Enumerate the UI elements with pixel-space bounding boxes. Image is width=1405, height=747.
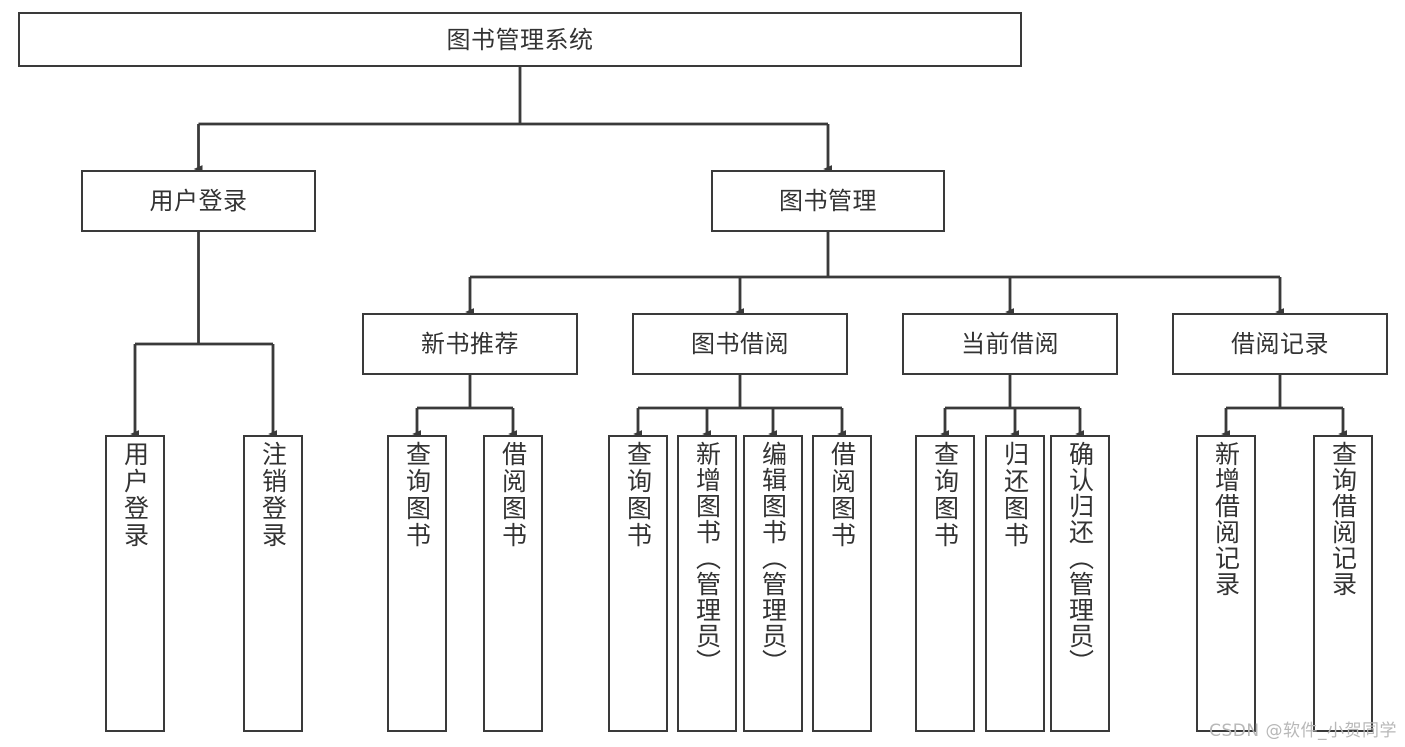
- node-label: 查询图书: [402, 441, 432, 549]
- node-label: 新增借阅记录: [1211, 441, 1241, 597]
- node-label: 图书借阅: [691, 330, 789, 358]
- node-leaf-cb-query[interactable]: 查询图书: [915, 435, 975, 732]
- node-label: 编辑图书（管理员）: [758, 441, 788, 675]
- node-leaf-cb-confirm[interactable]: 确认归还（管理员）: [1050, 435, 1110, 732]
- node-label: 当前借阅: [961, 330, 1059, 358]
- node-leaf-bb-add[interactable]: 新增图书（管理员）: [677, 435, 737, 732]
- node-label: 查询图书: [930, 441, 960, 549]
- node-leaf-br-query[interactable]: 查询借阅记录: [1313, 435, 1373, 732]
- node-book-manage[interactable]: 图书管理: [711, 170, 945, 232]
- node-leaf-cb-return[interactable]: 归还图书: [985, 435, 1045, 732]
- node-label: 借阅图书: [498, 441, 528, 549]
- node-leaf-bb-edit[interactable]: 编辑图书（管理员）: [743, 435, 803, 732]
- node-leaf-rec-borrow[interactable]: 借阅图书: [483, 435, 543, 732]
- node-root[interactable]: 图书管理系统: [18, 12, 1022, 67]
- node-leaf-bb-borrow[interactable]: 借阅图书: [812, 435, 872, 732]
- node-label: 归还图书: [1000, 441, 1030, 549]
- node-label: 新书推荐: [421, 330, 519, 358]
- node-label: 图书管理: [779, 187, 877, 215]
- node-leaf-user-logout[interactable]: 注销登录: [243, 435, 303, 732]
- node-label: 新增图书（管理员）: [692, 441, 722, 675]
- csdn-watermark: CSDN @软件_小贺同学: [1209, 721, 1397, 741]
- node-leaf-user-login[interactable]: 用户登录: [105, 435, 165, 732]
- node-label: 注销登录: [258, 441, 288, 549]
- node-new-book-rec[interactable]: 新书推荐: [362, 313, 578, 375]
- node-label: 用户登录: [149, 187, 248, 215]
- node-leaf-bb-query[interactable]: 查询图书: [608, 435, 668, 732]
- node-current-borrow[interactable]: 当前借阅: [902, 313, 1118, 375]
- node-borrow-record[interactable]: 借阅记录: [1172, 313, 1388, 375]
- node-label: 查询借阅记录: [1328, 441, 1358, 597]
- node-label: 借阅记录: [1231, 330, 1329, 358]
- node-leaf-rec-query[interactable]: 查询图书: [387, 435, 447, 732]
- node-label: 确认归还（管理员）: [1065, 441, 1095, 675]
- node-label: 图书管理系统: [446, 25, 594, 54]
- node-label: 借阅图书: [827, 441, 857, 549]
- node-user-login[interactable]: 用户登录: [81, 170, 316, 232]
- node-label: 用户登录: [120, 441, 150, 549]
- node-leaf-br-add[interactable]: 新增借阅记录: [1196, 435, 1256, 732]
- node-label: 查询图书: [623, 441, 653, 549]
- node-book-borrow[interactable]: 图书借阅: [632, 313, 848, 375]
